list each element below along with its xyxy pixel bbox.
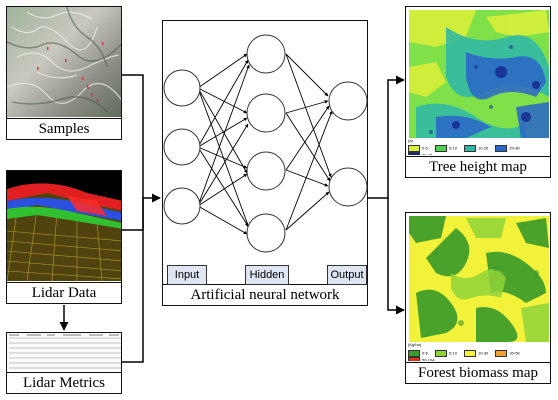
- biomass-legend-item: 30-50: [495, 350, 520, 357]
- tree-height-legend-item: 10-20: [464, 145, 488, 152]
- output-layer-label: Output: [327, 265, 367, 285]
- biomass-legend: 0-5 5-10 10-30 30-50 50-104: [408, 350, 550, 361]
- biomass-legend-item: 50-104: [408, 357, 434, 361]
- tree-height-legend-item: 30-40: [408, 152, 432, 155]
- tree-height-legend: 0-5 5-10 10-20 20-30 30-40: [408, 145, 550, 155]
- lidar-metrics-caption: Lidar Metrics: [7, 372, 121, 393]
- biomass-unit-label: (Kg/ha): [408, 342, 422, 347]
- tree-height-map-image: (a) 0-5 5-10 10-20 20-30 30-40: [406, 7, 550, 155]
- hidden-node-4: [246, 213, 286, 253]
- forest-biomass-map-panel: (Kg/ha) 0-5 5-10 10-30 30-50 50-104 Fore…: [405, 212, 551, 384]
- tree-height-caption: Tree height map: [406, 156, 550, 177]
- biomass-legend-item: 10-30: [464, 350, 488, 357]
- network-to-height-arrow: [368, 75, 405, 199]
- network-to-biomass-arrow: [387, 198, 405, 315]
- input-layer-label: Input: [167, 265, 207, 285]
- hidden-node-3: [246, 151, 286, 191]
- input-node-1: [163, 69, 201, 107]
- network-caption: Artificial neural network: [163, 284, 367, 305]
- legend-swatch: [495, 145, 508, 152]
- output-node-2: [328, 167, 368, 207]
- legend-swatch: [408, 350, 420, 357]
- samples-satellite-image: [7, 7, 121, 117]
- legend-swatch: [464, 145, 477, 152]
- lidar-point-cloud-image: [7, 171, 121, 281]
- hidden-node-1: [246, 34, 286, 74]
- input-node-3: [163, 187, 201, 225]
- lidar-data-panel: Lidar Data: [6, 170, 122, 304]
- biomass-legend-item: 0-5: [408, 350, 428, 357]
- tree-height-legend-item: 5-10: [434, 145, 457, 152]
- network-connections: [197, 53, 333, 235]
- output-node-1: [328, 81, 368, 121]
- legend-swatch: [464, 350, 477, 357]
- samples-to-network-arrow: [122, 74, 161, 203]
- biomass-legend-item: 5-10: [434, 350, 457, 357]
- lidar-metrics-table: [7, 333, 121, 371]
- lidar-data-to-network-arrow: [122, 198, 144, 231]
- lidar-metrics-panel: Lidar Metrics: [6, 332, 122, 394]
- lidar-metrics-to-network-arrow: [122, 198, 144, 363]
- tree-height-panel-label: (a): [408, 138, 413, 143]
- lidar-data-caption: Lidar Data: [7, 282, 121, 303]
- hidden-layer-label: Hidden: [245, 265, 289, 285]
- forest-biomass-map-image: (Kg/ha) 0-5 5-10 10-30 30-50 50-104: [406, 213, 550, 361]
- legend-swatch: [434, 350, 447, 357]
- legend-swatch: [408, 357, 420, 361]
- samples-caption: Samples: [7, 118, 121, 139]
- legend-swatch: [495, 350, 508, 357]
- tree-height-legend-item: 20-30: [495, 145, 520, 152]
- legend-swatch: [408, 145, 420, 152]
- legend-swatch: [408, 152, 420, 155]
- input-node-2: [163, 128, 201, 166]
- samples-panel: Samples: [6, 6, 122, 140]
- biomass-caption: Forest biomass map: [406, 362, 550, 383]
- tree-height-map-panel: (a) 0-5 5-10 10-20 20-30 30-40 Tree heig…: [405, 6, 551, 178]
- tree-height-legend-item: 0-5: [408, 145, 428, 152]
- legend-swatch: [434, 145, 447, 152]
- hidden-node-2: [246, 93, 286, 133]
- flow-arrows: [59, 74, 405, 363]
